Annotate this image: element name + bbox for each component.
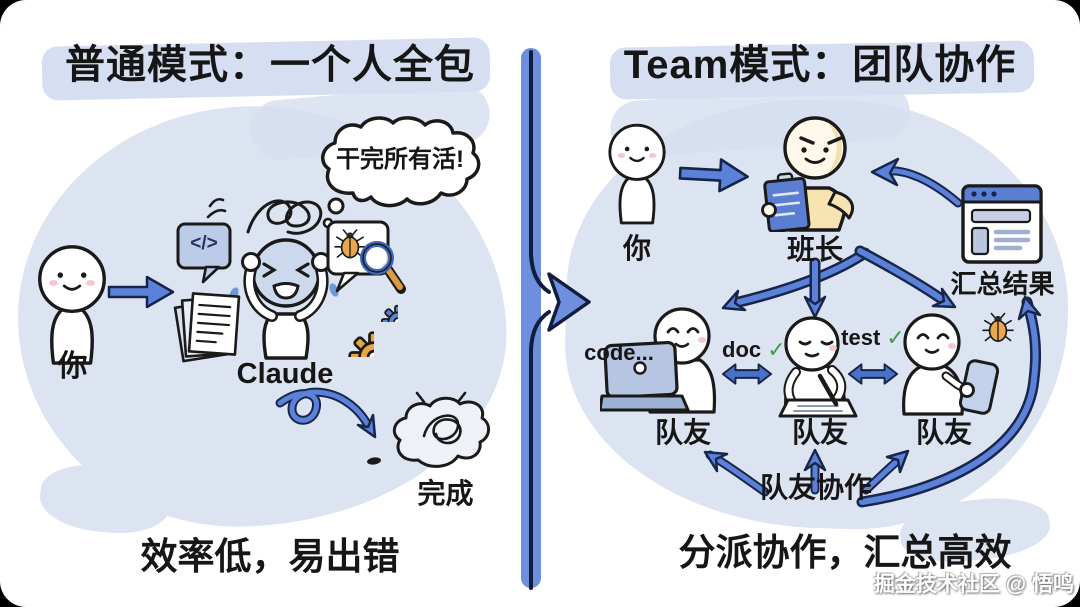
double-arrow-icon [846, 360, 900, 388]
right-panel-title: Team模式：团队协作 [623, 43, 1017, 87]
task-test-label: test ✓ [840, 325, 906, 350]
task-text: test [841, 325, 881, 350]
teammate-label: 队友 [915, 417, 972, 448]
check-icon: ✓ [886, 325, 905, 350]
result-window-icon [961, 184, 1043, 264]
you-label-right: 你 [622, 233, 651, 264]
teammate-label: 队友 [791, 417, 848, 448]
teammate-coder-figure [600, 307, 717, 414]
task-doc-label: doc ✓ [722, 337, 786, 362]
stress-marks-icon [206, 197, 227, 219]
magnifier-icon [360, 241, 406, 294]
documents-stack-icon [173, 292, 241, 363]
divider-transform-arrow [521, 48, 591, 590]
done-label: 完成 [417, 478, 474, 509]
result-label: 汇总结果 [950, 269, 1055, 299]
watermark: 掘金技术社区 @ 悟鸣 [873, 573, 1074, 596]
left-panel-title: 普通模式：一个人全包 [65, 43, 475, 87]
you-label: 你 [57, 350, 88, 383]
thought-bubble [321, 116, 481, 208]
leader-label: 班长 [786, 234, 843, 265]
left-caption: 效率低，易出错 [140, 536, 400, 577]
teammate-label: 队友 [654, 417, 711, 448]
check-icon: ✓ [767, 337, 786, 362]
leader-figure [761, 116, 854, 232]
thought-bubble-text: 干完所有活! [336, 146, 464, 173]
you-figure [28, 240, 116, 365]
double-arrow-icon [720, 360, 774, 388]
gear-small-icon [362, 286, 398, 322]
code-bubble-icon [176, 222, 232, 284]
collab-label: 队友协作 [759, 472, 872, 503]
task-text: doc [722, 337, 762, 362]
teammate-tester-figure [902, 312, 1014, 416]
task-code-label: code... [578, 340, 660, 365]
code-glyph: </> [190, 233, 218, 254]
task-text: code... [584, 340, 654, 365]
laptop-icon [600, 340, 690, 412]
done-cloud-icon [392, 391, 490, 468]
claude-stressed-figure [229, 238, 339, 360]
claude-label: Claude [236, 358, 334, 390]
flow-arrows [703, 157, 1042, 508]
curly-arrow-icon [275, 387, 381, 465]
bug-icon [982, 312, 1014, 342]
right-caption: 分派协作，汇总高效 [678, 532, 1012, 573]
stress-scribble-icon [246, 199, 323, 235]
arrow-right-icon [106, 274, 178, 310]
teammate-writer-figure [778, 316, 858, 418]
